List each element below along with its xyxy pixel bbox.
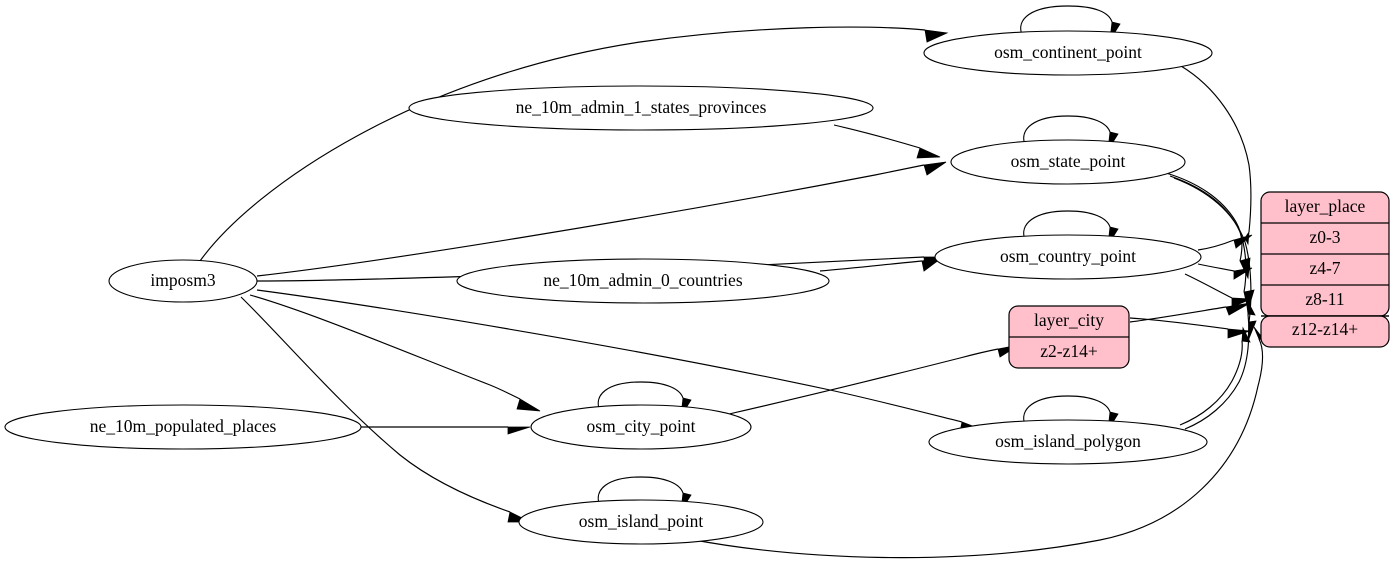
edge-osm-island-polygon-to-layer-place-z8-11	[1184, 297, 1256, 430]
record-row-layer-city-z2-z14[interactable]: z2-z14+	[1040, 341, 1098, 361]
node-osm-state-point[interactable]: osm_state_point	[950, 139, 1186, 185]
node-osm-island-point[interactable]: osm_island_point	[518, 499, 764, 545]
edge-imposm3-to-osm-continent-point	[199, 26, 949, 262]
node-label-ne-states: ne_10m_admin_1_states_provinces	[516, 97, 767, 117]
edge-osm-country-point-to-layer-place-z0-3	[1197, 234, 1253, 251]
node-imposm3[interactable]: imposm3	[108, 259, 258, 303]
node-ne-10m-admin-0-countries[interactable]: ne_10m_admin_0_countries	[456, 258, 830, 304]
edge-osm-island-polygon-to-layer-place-z12-z14	[1179, 326, 1251, 426]
record-row-layer-place-z12-z14-text[interactable]: z12-z14+	[1292, 319, 1358, 339]
node-label-ne-places: ne_10m_populated_places	[90, 416, 277, 436]
record-row-layer-place-z8-11[interactable]: z8-11	[1305, 289, 1344, 309]
edge-layer-city-to-layer-place-z8-11	[1129, 302, 1251, 323]
node-osm-continent-point[interactable]: osm_continent_point	[923, 30, 1213, 76]
edge-osm-continent-point-to-layer-place-z0-3	[1180, 65, 1252, 246]
record-row-layer-place-z0-3[interactable]: z0-3	[1309, 227, 1340, 247]
edge-layer-city-to-layer-place-z12-z14	[1129, 317, 1251, 339]
node-label-osm-island-point: osm_island_point	[579, 511, 704, 531]
record-node-layer-city[interactable]: layer_city z2-z14+	[1008, 305, 1130, 369]
node-osm-island-polygon[interactable]: osm_island_polygon	[928, 419, 1208, 465]
node-osm-city-point[interactable]: osm_city_point	[530, 404, 752, 450]
edge-imposm3-to-osm-state-point	[256, 161, 947, 277]
node-label-ne-countries: ne_10m_admin_0_countries	[543, 270, 742, 290]
edge-ne-places-to-osm-city-point	[361, 426, 531, 435]
record-row-layer-place-title: layer_place	[1285, 196, 1366, 216]
node-label-osm-state-point: osm_state_point	[1011, 151, 1126, 171]
node-label-osm-continent-point: osm_continent_point	[994, 42, 1142, 62]
node-label-imposm3: imposm3	[150, 270, 215, 290]
edge-imposm3-to-osm-city-point	[249, 294, 541, 412]
node-layer: imposm3 ne_10m_admin_1_states_provinces …	[4, 30, 1213, 545]
record-node-layer-place[interactable]: layer_place z0-3 z4-7 z8-11 z12-z14+ z12…	[1260, 191, 1390, 348]
edge-ne-states-to-osm-state-point	[833, 124, 941, 159]
node-osm-country-point[interactable]: osm_country_point	[934, 234, 1202, 280]
record-row-layer-city-title: layer_city	[1034, 310, 1104, 330]
node-label-osm-island-polygon: osm_island_polygon	[995, 431, 1141, 451]
node-ne-10m-admin-1-states-provinces[interactable]: ne_10m_admin_1_states_provinces	[408, 85, 874, 131]
record-node-layer: layer_place z0-3 z4-7 z8-11 z12-z14+ z12…	[1008, 191, 1390, 369]
edge-osm-country-point-to-layer-place-z8-11	[1184, 273, 1252, 308]
node-label-osm-city-point: osm_city_point	[587, 416, 696, 436]
record-row-layer-place-z4-7[interactable]: z4-7	[1309, 258, 1340, 278]
edge-osm-country-point-to-layer-place-z4-7	[1197, 263, 1253, 280]
node-label-osm-country-point: osm_country_point	[1000, 246, 1136, 266]
edge-osm-city-point-to-layer-city	[728, 344, 1020, 415]
node-ne-10m-populated-places[interactable]: ne_10m_populated_places	[4, 404, 362, 450]
